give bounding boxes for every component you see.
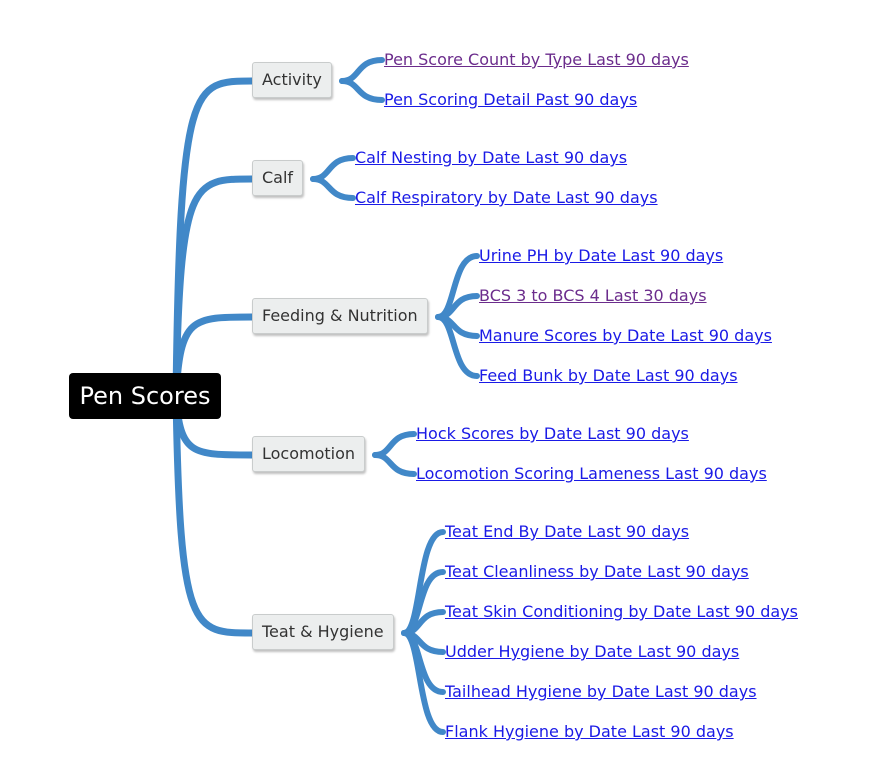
link-manure-scores[interactable]: Manure Scores by Date Last 90 days [479, 326, 772, 345]
connector-line [435, 253, 480, 320]
connector-line [172, 175, 256, 400]
link-teat-skin-conditioning[interactable]: Teat Skin Conditioning by Date Last 90 d… [445, 602, 798, 621]
link-calf-respiratory[interactable]: Calf Respiratory by Date Last 90 days [355, 188, 658, 207]
connector-line [172, 313, 256, 400]
link-tailhead-hygiene[interactable]: Tailhead Hygiene by Date Last 90 days [445, 682, 757, 701]
connector-line [339, 57, 385, 84]
connector-line [435, 314, 480, 379]
link-calf-nesting[interactable]: Calf Nesting by Date Last 90 days [355, 148, 628, 167]
link-udder-hygiene[interactable]: Udder Hygiene by Date Last 90 days [445, 642, 740, 661]
connector-line [372, 431, 417, 458]
category-feeding-nutrition[interactable]: Feeding & Nutrition [252, 298, 428, 334]
link-flank-hygiene[interactable]: Flank Hygiene by Date Last 90 days [445, 722, 734, 741]
link-locomotion-lameness[interactable]: Locomotion Scoring Lameness Last 90 days [416, 464, 767, 483]
connector-line [310, 155, 356, 182]
link-bcs-3-to-4[interactable]: BCS 3 to BCS 4 Last 30 days [479, 286, 707, 305]
connector-line [172, 392, 256, 637]
link-teat-end[interactable]: Teat End By Date Last 90 days [445, 522, 690, 541]
connector-line [372, 452, 417, 477]
category-calf[interactable]: Calf [252, 160, 304, 196]
category-teat-hygiene[interactable]: Teat & Hygiene [252, 614, 394, 650]
category-activity[interactable]: Activity [252, 62, 332, 98]
link-feed-bunk[interactable]: Feed Bunk by Date Last 90 days [479, 366, 738, 385]
category-locomotion[interactable]: Locomotion [252, 436, 366, 472]
connector-line [401, 630, 446, 735]
link-hock-scores[interactable]: Hock Scores by Date Last 90 days [416, 424, 689, 443]
link-urine-ph[interactable]: Urine PH by Date Last 90 days [479, 246, 724, 265]
root-node-pen-scores[interactable]: Pen Scores [69, 373, 221, 419]
link-teat-cleanliness[interactable]: Teat Cleanliness by Date Last 90 days [445, 562, 749, 581]
connector-line [310, 176, 356, 201]
link-pen-scoring-detail[interactable]: Pen Scoring Detail Past 90 days [384, 90, 638, 109]
connector-line [339, 78, 385, 103]
connector-line [435, 293, 480, 320]
link-pen-score-count[interactable]: Pen Score Count by Type Last 90 days [384, 50, 689, 69]
